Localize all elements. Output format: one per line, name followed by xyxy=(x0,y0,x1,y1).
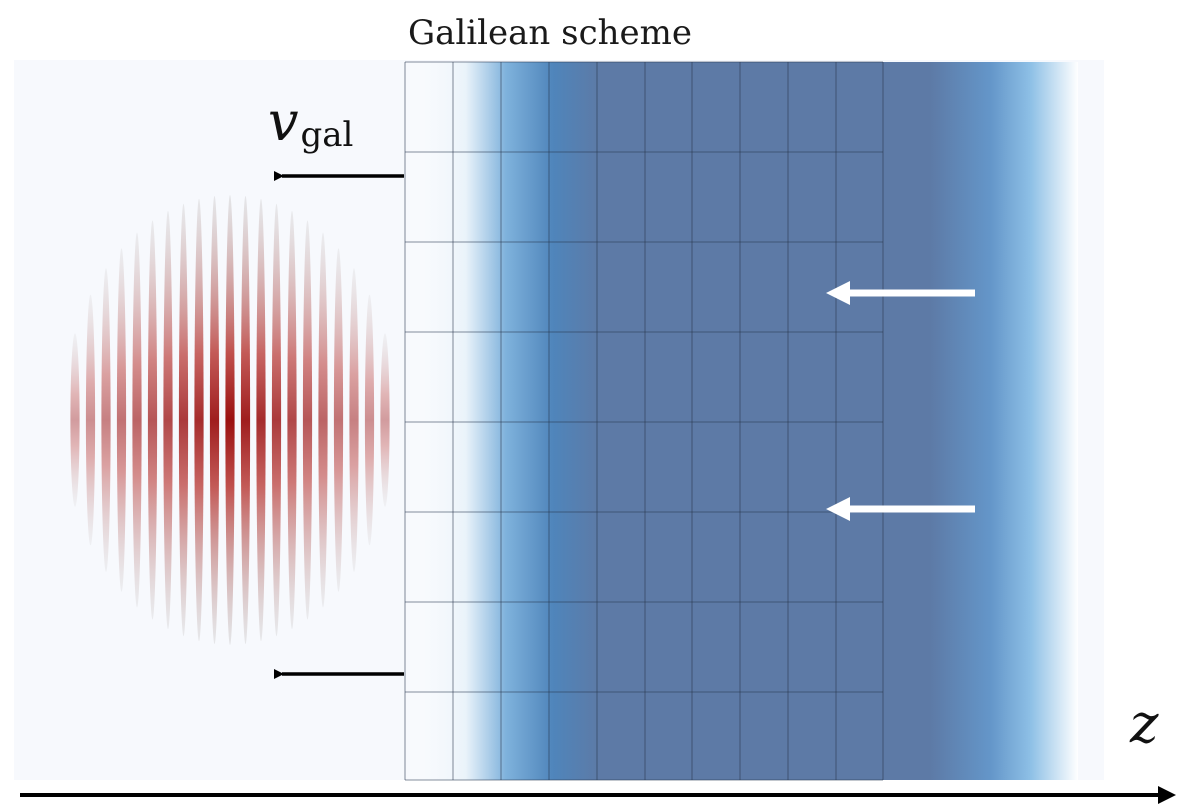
velocity-subscript: gal xyxy=(301,115,354,155)
arrow-left-head xyxy=(826,497,850,521)
pulse-fringe xyxy=(116,248,127,592)
pulse-fringe xyxy=(163,210,173,630)
arrow-left-head xyxy=(826,281,850,305)
pulse-fringe xyxy=(380,333,390,507)
pulse-fringe xyxy=(225,195,235,645)
pulse-fringe xyxy=(287,210,297,630)
pulse-fringe xyxy=(256,198,266,642)
pulse-fringe xyxy=(333,248,344,592)
pulse-fringe xyxy=(147,220,158,620)
pulse-fringe xyxy=(101,268,111,572)
velocity-label: vgal xyxy=(268,90,353,155)
velocity-arrows xyxy=(274,171,404,679)
pulse-fringe xyxy=(70,333,80,507)
laser-pulse xyxy=(70,195,390,645)
pulse-fringe xyxy=(240,195,251,645)
pulse-fringe xyxy=(85,294,96,546)
pulse-fringe xyxy=(194,198,204,642)
pulse-fringe xyxy=(132,232,142,608)
diagram-title: Galilean scheme xyxy=(408,13,692,53)
plasma-region xyxy=(405,62,1078,780)
pulse-fringe xyxy=(178,203,189,637)
arrow-right-icon xyxy=(1158,786,1176,804)
flow-arrows xyxy=(826,281,975,521)
pulse-fringe xyxy=(349,268,359,572)
pulse-fringe xyxy=(364,294,375,546)
pulse-fringe xyxy=(302,220,313,620)
z-axis-label: z xyxy=(1129,692,1159,755)
simulation-grid xyxy=(404,61,884,781)
pulse-fringe xyxy=(271,203,282,637)
velocity-symbol: v xyxy=(268,90,299,153)
pulse-fringe xyxy=(209,195,220,645)
pulse-fringe xyxy=(318,232,328,608)
